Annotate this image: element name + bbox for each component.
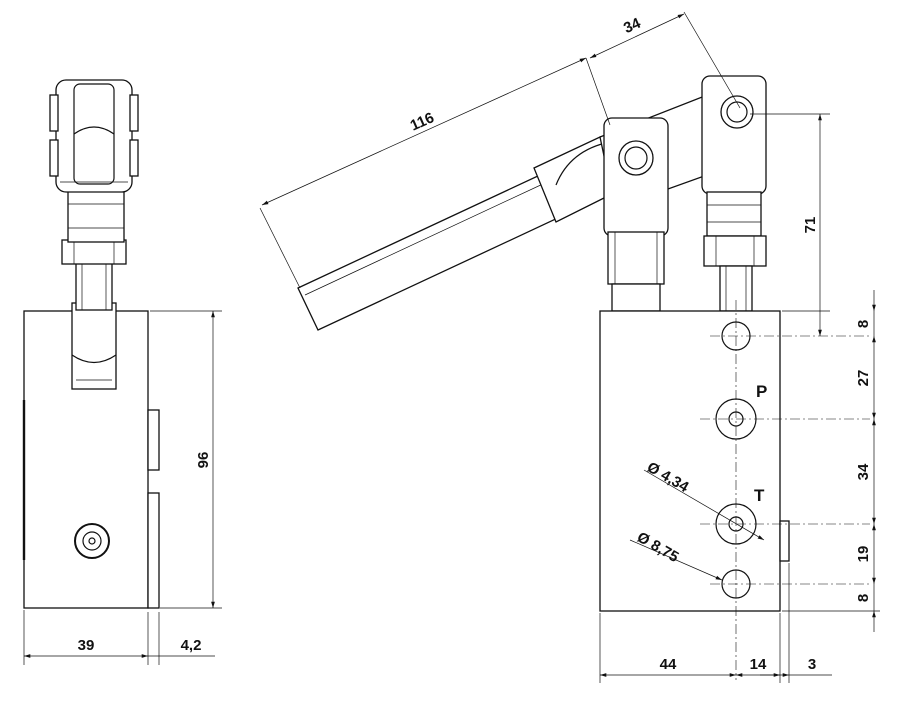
handle-length-dim: 116 (408, 109, 437, 134)
front-view-body (599, 310, 781, 612)
side-plug-lower (147, 492, 160, 609)
side-offset-dim: 4,2 (181, 637, 202, 654)
right-v3-dim: 34 (855, 463, 872, 480)
side-port-center (88, 537, 96, 545)
side-lever-link (71, 302, 117, 390)
side-port-inner (82, 531, 102, 551)
hand-lever (297, 89, 736, 331)
right-pivot-pin (720, 95, 754, 129)
front-dimensions: 116 34 71 8 27 34 19 8 44 14 3 (259, 11, 880, 683)
right-v2-dim: 27 (855, 370, 872, 387)
bottom-w2-dim: 14 (750, 656, 767, 673)
side-stem (75, 261, 113, 311)
side-width-dim: 39 (78, 637, 95, 654)
front-side-plug (779, 520, 790, 562)
pivot-height-dim: 71 (802, 217, 819, 234)
pivot-spacing-dim: 34 (621, 14, 644, 37)
side-hex-nut (61, 239, 127, 265)
side-plug-upper (147, 409, 160, 471)
right-v5-dim: 8 (855, 594, 872, 602)
side-height-dim: 96 (195, 452, 212, 469)
side-view (22, 79, 160, 609)
left-pivot-pin (618, 140, 654, 176)
right-v4-dim: 19 (855, 546, 872, 563)
side-dimensions: 96 39 4,2 (23, 310, 222, 665)
front-view: P T Ø 4,34 Ø 8,75 (297, 75, 870, 680)
port-t-label: T (754, 486, 765, 505)
side-clevis-head (55, 79, 133, 193)
bottom-w3-dim: 3 (808, 656, 816, 673)
right-clevis (701, 75, 767, 195)
left-column-link (603, 117, 669, 237)
right-hex-nut (703, 235, 767, 267)
bottom-w1-dim: 44 (660, 656, 677, 673)
port-p-label: P (756, 382, 767, 401)
right-v1-dim: 8 (855, 320, 872, 328)
side-threaded-body (67, 189, 125, 243)
side-port-outer (74, 523, 110, 559)
